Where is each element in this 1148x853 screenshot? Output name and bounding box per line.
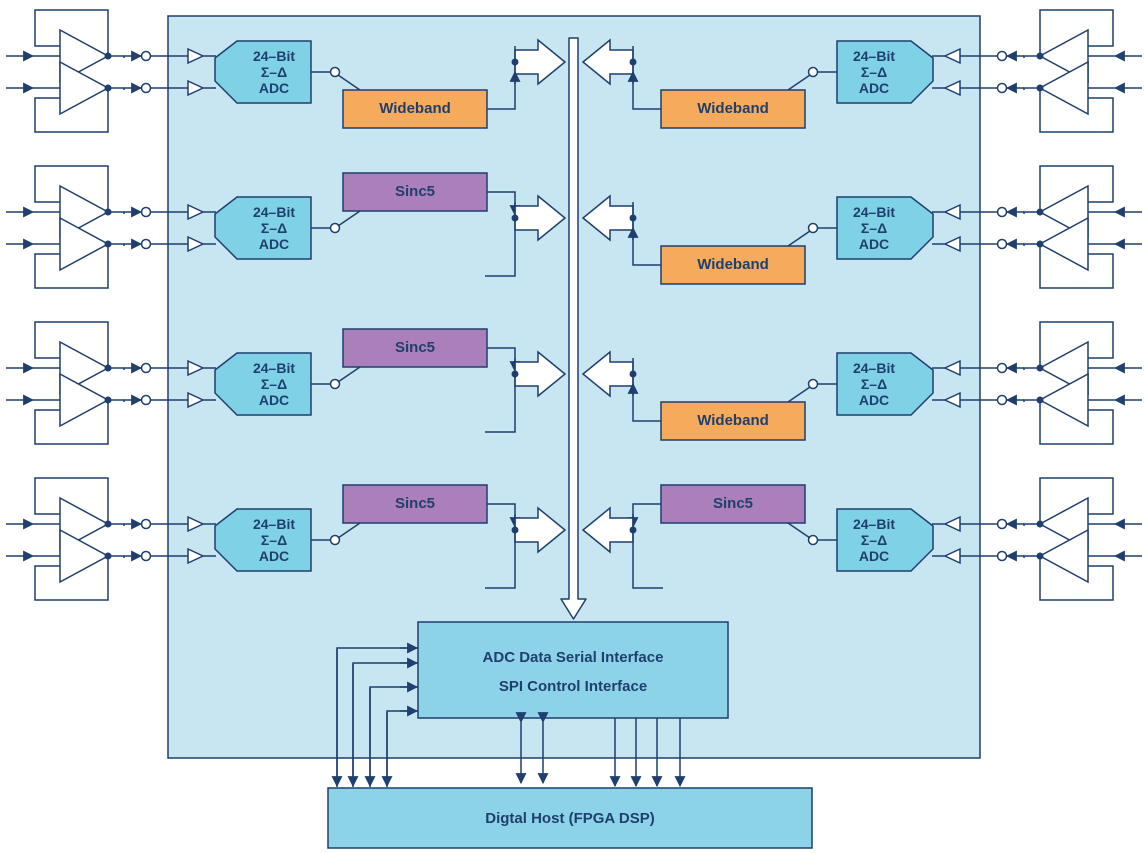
switch-blade xyxy=(337,74,361,91)
sinc5-filter xyxy=(342,172,488,212)
input-buffer xyxy=(943,515,961,533)
feedback-loop xyxy=(34,321,109,368)
sinc5-filter xyxy=(660,484,806,524)
input-pin xyxy=(140,50,152,62)
feedback-loop xyxy=(34,477,109,524)
bus-entry-arrow xyxy=(514,350,567,398)
selector-return-wire xyxy=(632,552,663,589)
input-buffer xyxy=(187,79,205,97)
wideband-filter xyxy=(342,89,488,129)
input-pin xyxy=(140,206,152,218)
internal-data-bus xyxy=(560,37,587,620)
feedback-loop xyxy=(1039,556,1114,601)
feedback-loop xyxy=(1039,477,1114,524)
sinc5-filter xyxy=(342,484,488,524)
adc-block xyxy=(836,508,934,572)
digital-host-box xyxy=(327,787,813,849)
input-pin xyxy=(996,550,1008,562)
adc-block xyxy=(214,352,312,416)
feedback-loop xyxy=(1039,244,1114,289)
input-buffer xyxy=(943,547,961,565)
filter-output-wire xyxy=(632,240,661,266)
feedback-loop xyxy=(1039,400,1114,445)
filter-output-wire xyxy=(632,396,661,422)
input-pin xyxy=(140,394,152,406)
selector-return-wire xyxy=(485,396,516,433)
wideband-filter xyxy=(660,89,806,129)
switch-contact xyxy=(329,534,341,546)
bus-entry-arrow xyxy=(514,194,567,242)
input-buffer xyxy=(187,47,205,65)
input-pin xyxy=(996,206,1008,218)
feedback-loop xyxy=(34,9,109,56)
feedback-loop xyxy=(34,556,109,601)
adc-block xyxy=(836,352,934,416)
input-pin xyxy=(140,238,152,250)
left-channels xyxy=(6,9,567,601)
switch-contact xyxy=(807,534,819,546)
selector-return-wire xyxy=(485,552,516,589)
adc-block xyxy=(214,196,312,260)
input-pin xyxy=(996,518,1008,530)
feedback-loop xyxy=(1039,88,1114,133)
sinc5-filter xyxy=(342,328,488,368)
adc-block xyxy=(836,196,934,260)
filter-output-wire xyxy=(632,84,661,110)
input-buffer xyxy=(187,547,205,565)
wideband-filter xyxy=(660,401,806,441)
switch-blade xyxy=(787,522,811,539)
switch-blade xyxy=(787,230,811,247)
wideband-filter xyxy=(660,245,806,285)
switch-blade xyxy=(787,386,811,403)
feedback-loop xyxy=(34,88,109,133)
input-pin xyxy=(996,238,1008,250)
input-buffer xyxy=(943,391,961,409)
input-pin xyxy=(140,82,152,94)
feedback-loop xyxy=(1039,165,1114,212)
switch-contact xyxy=(807,378,819,390)
feedback-loop xyxy=(34,244,109,289)
bus-entry-arrow xyxy=(514,506,567,554)
input-buffer xyxy=(943,203,961,221)
switch-contact xyxy=(329,222,341,234)
adc-block xyxy=(214,40,312,104)
feedback-loop xyxy=(1039,9,1114,56)
adc-block xyxy=(214,508,312,572)
serial-interface-box xyxy=(417,621,729,719)
input-pin xyxy=(996,394,1008,406)
interface-links xyxy=(331,642,686,788)
switch-blade xyxy=(337,210,361,227)
feedback-loop xyxy=(34,165,109,212)
switch-contact xyxy=(807,222,819,234)
feedback-loop xyxy=(1039,321,1114,368)
input-pin xyxy=(996,362,1008,374)
filter-output-wire xyxy=(487,84,516,110)
switch-contact xyxy=(807,66,819,78)
input-buffer xyxy=(187,515,205,533)
right-channels xyxy=(581,9,1142,601)
input-buffer xyxy=(943,235,961,253)
input-buffer xyxy=(187,359,205,377)
input-pin xyxy=(996,50,1008,62)
switch-blade xyxy=(337,522,361,539)
input-buffer xyxy=(943,359,961,377)
switch-contact xyxy=(329,378,341,390)
input-buffer xyxy=(943,47,961,65)
input-buffer xyxy=(187,391,205,409)
input-pin xyxy=(140,362,152,374)
switch-blade xyxy=(787,74,811,91)
input-buffer xyxy=(187,235,205,253)
adc-block xyxy=(836,40,934,104)
input-pin xyxy=(140,550,152,562)
switch-blade xyxy=(337,366,361,383)
input-pin xyxy=(996,82,1008,94)
input-buffer xyxy=(943,79,961,97)
feedback-loop xyxy=(34,400,109,445)
input-buffer xyxy=(187,203,205,221)
selector-return-wire xyxy=(485,240,516,277)
input-pin xyxy=(140,518,152,530)
switch-contact xyxy=(329,66,341,78)
bus-entry-arrow xyxy=(581,506,634,554)
